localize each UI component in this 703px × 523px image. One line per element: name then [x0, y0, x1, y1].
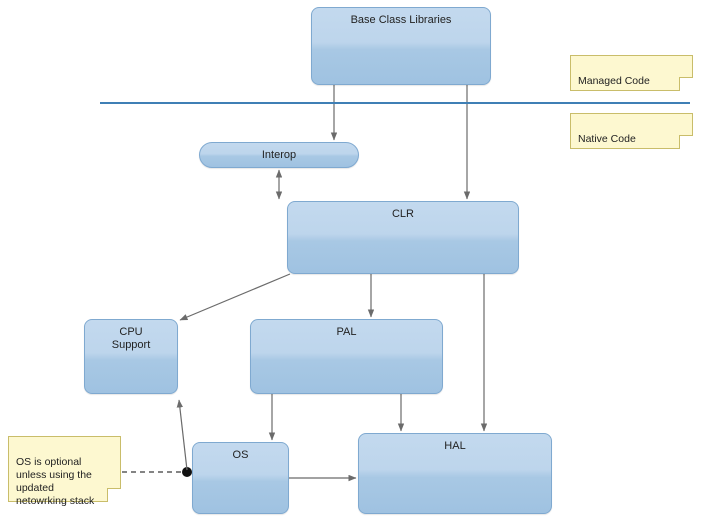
- note-fold-corner-icon: [679, 135, 693, 149]
- connector-anchor-dot: [182, 467, 192, 477]
- node-label-pal: PAL: [336, 326, 357, 338]
- note-label-managed-code: Managed Code: [578, 75, 650, 87]
- note-native-code[interactable]: Native Code: [570, 113, 693, 149]
- node-pal[interactable]: PAL: [250, 319, 443, 394]
- connector-clr-cpu: [179, 273, 291, 321]
- node-clr[interactable]: CLR: [287, 201, 519, 274]
- node-label-bcl: Base Class Libraries: [350, 14, 452, 26]
- node-hal[interactable]: HAL: [358, 433, 552, 514]
- node-label-clr: CLR: [391, 208, 414, 220]
- node-label-hal: HAL: [444, 440, 466, 452]
- note-fold-corner-icon: [679, 77, 693, 91]
- managed-native-divider: [100, 102, 690, 104]
- connector-anchor-cpu: [176, 399, 188, 471]
- note-label-native-code: Native Code: [578, 133, 636, 145]
- node-cpu-support[interactable]: CPU Support: [84, 319, 178, 394]
- note-fold-corner-icon: [107, 488, 121, 502]
- note-os-optional[interactable]: OS is optional unless using the updated …: [8, 436, 121, 507]
- node-label-cpu-support: CPU Support: [111, 326, 151, 351]
- node-interop[interactable]: Interop: [199, 142, 359, 168]
- node-label-os: OS: [232, 449, 249, 461]
- node-label-interop: Interop: [261, 148, 297, 161]
- node-base-class-libraries[interactable]: Base Class Libraries: [311, 7, 491, 85]
- note-managed-code[interactable]: Managed Code: [570, 55, 693, 91]
- note-label-os-optional: OS is optional unless using the updated …: [16, 456, 95, 507]
- node-os[interactable]: OS: [192, 442, 289, 514]
